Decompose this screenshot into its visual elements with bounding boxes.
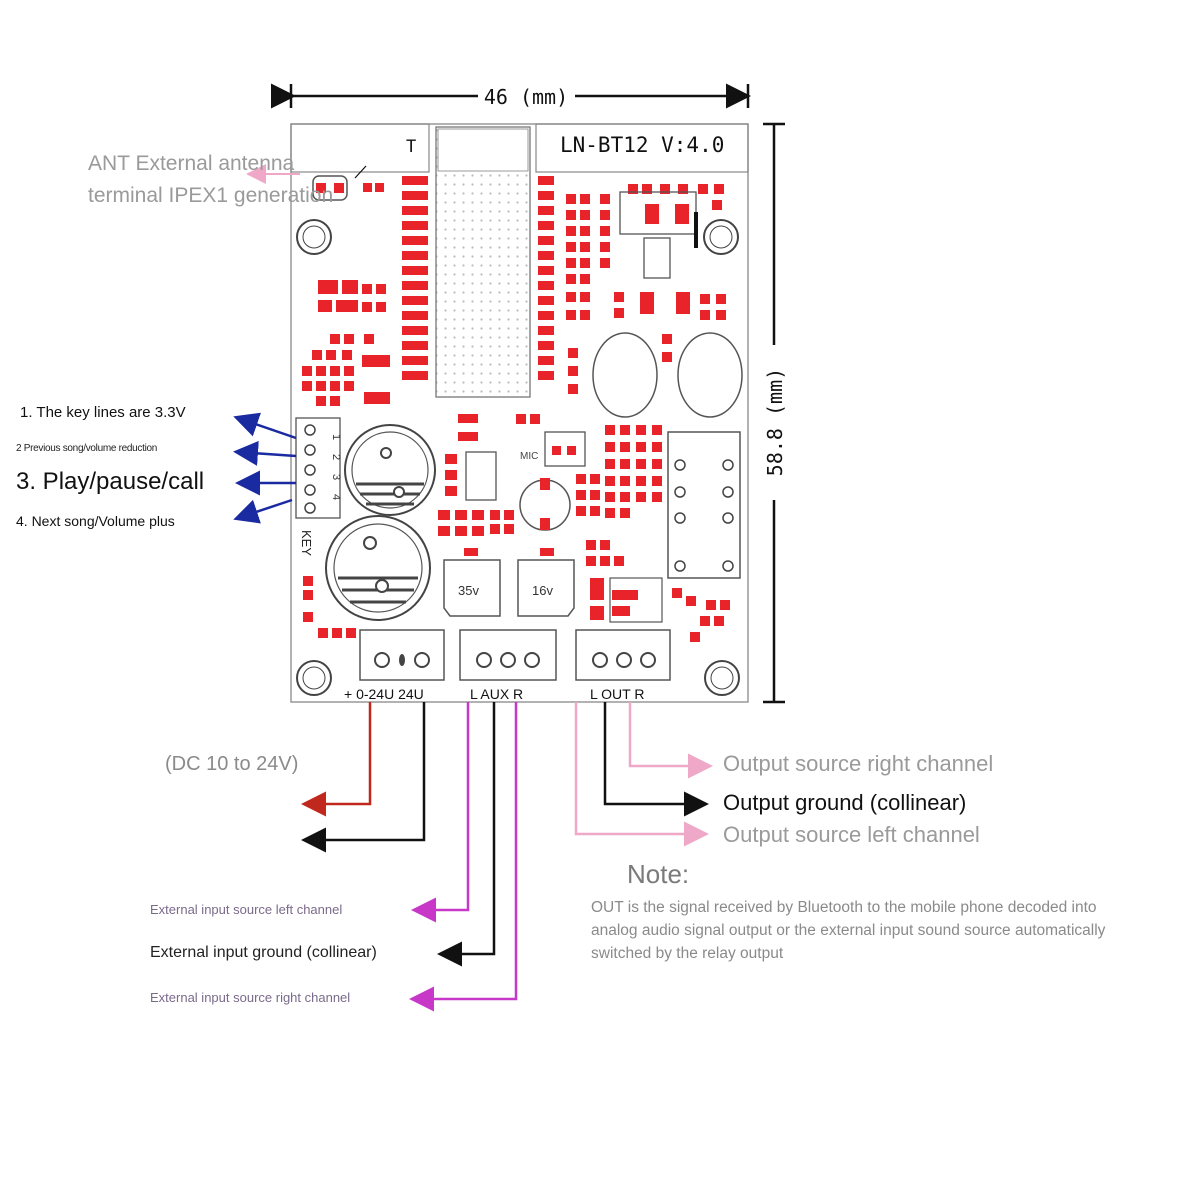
aux-ground-lead: [437, 702, 496, 967]
key-pin-1: 1: [330, 434, 342, 440]
smd-cluster-bottom-left: [303, 576, 356, 638]
capacitor-lower: [325, 515, 431, 621]
module-pads-right: [538, 176, 554, 380]
key-pin-3: 3: [330, 474, 342, 480]
relay: [667, 431, 741, 579]
external-ground-label: External input ground (collinear): [150, 944, 377, 961]
power-terminal-label: + 0-24U 24U: [344, 686, 424, 702]
output-left-label: Output source left channel: [723, 822, 980, 847]
antenna-label-line1: ANT External antenna: [88, 152, 295, 175]
width-dim-label: 46 (mm): [484, 85, 568, 109]
pcb-board: T LN-BT12 V:4.0: [290, 123, 749, 703]
aux-terminal-label: L AUX R: [470, 686, 523, 702]
antenna-label-line2: terminal IPEX1 generation: [88, 184, 334, 207]
power-negative-lead: [301, 702, 426, 853]
aux-terminal: L AUX R: [459, 629, 557, 702]
out-left-lead: [574, 702, 709, 847]
note-title: Note:: [627, 859, 690, 889]
width-dimension: 46 (mm): [271, 83, 751, 109]
smd-cluster-right-middle: [576, 425, 730, 642]
inductor-right: [677, 332, 743, 418]
bluetooth-module: [435, 126, 531, 398]
key-pin-2: 2: [330, 454, 342, 460]
key-note-2: 2 Previous song/volume reduction: [16, 443, 158, 454]
note-line-3: switched by the relay output: [591, 945, 784, 962]
out-terminal: L OUT R: [575, 629, 671, 702]
output-right-label: Output source right channel: [723, 751, 994, 776]
smd-capacitor-16v: 16v: [517, 559, 575, 617]
aux-right-lead: [409, 702, 518, 1012]
key-arrow-2: [233, 440, 297, 466]
power-voltage-label: (DC 10 to 24V): [165, 753, 299, 775]
out-terminal-label: L OUT R: [590, 686, 644, 702]
transistor-block: [619, 191, 698, 279]
external-right-label: External input source right channel: [150, 990, 351, 1005]
mounting-holes: [296, 219, 740, 696]
key-arrows: [233, 412, 297, 524]
smd-capacitor-35v: 35v: [443, 559, 501, 617]
power-positive-lead: [301, 702, 372, 817]
board-model-label: LN-BT12 V:4.0: [560, 133, 724, 157]
key-arrow-4: [233, 498, 293, 524]
mic-label: MIC: [520, 451, 538, 462]
cap-16v-label: 16v: [532, 583, 553, 598]
key-arrow-1: [233, 412, 297, 440]
smd-cluster-left: [302, 280, 390, 406]
output-ground-label: Output ground (collinear): [723, 790, 967, 815]
capacitor-upper: [344, 424, 436, 516]
ic-chip-middle: [465, 451, 497, 501]
key-note-3: 3. Play/pause/call: [16, 468, 205, 495]
external-left-label: External input source left channel: [150, 902, 343, 917]
key-header: 1 2 3 4 KEY: [295, 417, 342, 556]
marker-t: T: [406, 137, 416, 157]
cap-35v-label: 35v: [458, 583, 479, 598]
power-terminal: + 0-24U 24U: [344, 629, 445, 702]
note-line-1: OUT is the signal received by Bluetooth …: [591, 899, 1097, 916]
mic-component: MIC: [520, 431, 586, 467]
inductor-left: [592, 332, 672, 418]
smd-cluster-middle: [438, 414, 554, 597]
out-ground-lead: [603, 702, 709, 817]
module-pads-left: [402, 176, 428, 380]
crystal-round: [519, 478, 571, 531]
key-note-4: 4. Next song/Volume plus: [16, 513, 175, 529]
note-line-2: analog audio signal output or the extern…: [591, 922, 1106, 939]
height-dimension: 58.8 (mm): [763, 122, 787, 704]
antenna-connector: [312, 165, 384, 201]
smd-cluster-right-upper: [566, 184, 726, 394]
ic-chip-right: [609, 577, 663, 623]
key-header-label: KEY: [299, 530, 314, 556]
key-note-1: 1. The key lines are 3.3V: [20, 404, 186, 421]
out-right-lead: [628, 702, 713, 779]
key-pin-4: 4: [330, 494, 342, 500]
height-dim-label: 58.8 (mm): [763, 368, 787, 476]
aux-left-lead: [411, 702, 470, 923]
